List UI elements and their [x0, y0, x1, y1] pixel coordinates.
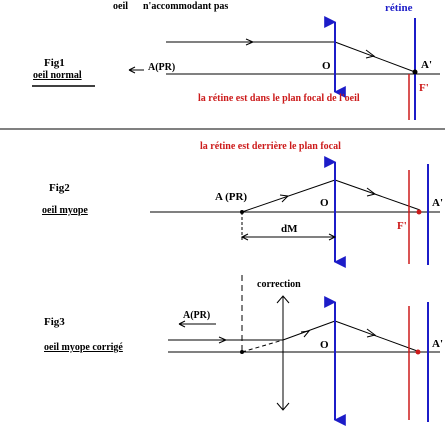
fig1-point-o: O [322, 60, 331, 72]
fig1-infinity-arrowhead [128, 66, 136, 74]
fig2-point-o: O [320, 197, 329, 209]
fig1-header-text: n'accommodant pas [143, 1, 228, 12]
fig1-point-f-prime: F' [419, 82, 429, 94]
fig3-fig-label: Fig3 [44, 316, 65, 328]
fig1-ray-arrow [245, 38, 255, 46]
fig3-virtual-ray [241, 339, 284, 353]
fig3-incident-arrow [218, 336, 228, 344]
fig1-fig-label: Fig1 [44, 57, 65, 69]
fig2-refracted-arrow [366, 187, 377, 197]
fig2-fig-label: Fig2 [49, 182, 70, 194]
fig3-corrective-lens-ends [276, 295, 290, 411]
fig1-refracted-ray [334, 41, 416, 73]
fig3: correction Fig3 oeil myope corrigé A(PR)… [44, 275, 443, 426]
fig3-point-o: O [320, 339, 329, 351]
fig1-point-a-prime: A' [421, 59, 432, 71]
fig3-eye-label: oeil myope corrigé [44, 342, 123, 353]
fig2-dm-arrows [240, 233, 337, 241]
fig1-retine-label: rétine [385, 2, 413, 14]
fig1-refracted-arrow [365, 49, 376, 59]
fig2-focus-point [416, 209, 422, 215]
fig3-correction-label: correction [257, 279, 301, 290]
fig2-point-apr: A (PR) [215, 191, 247, 203]
fig1-caption: la rétine est dans le plan focal de l'oe… [198, 93, 360, 104]
fig1-image-point [412, 69, 418, 75]
fig3-point-apr: A(PR) [183, 310, 210, 321]
fig2-point-a-prime: A' [432, 197, 443, 209]
fig2-refracted-ray [334, 179, 421, 211]
fig2-eye-label: oeil myope [42, 205, 88, 216]
fig3-apr-arrowhead [178, 320, 186, 328]
fig3-image-point [415, 349, 421, 355]
fig3-point-a-prime: A' [432, 338, 443, 350]
fig2-point-f-prime: F' [397, 220, 407, 232]
fig1-point-apr: A(PR) [148, 62, 175, 73]
fig3-diverged-arrow [300, 330, 311, 338]
fig2-incident-arrow [279, 194, 290, 203]
fig3-refracted-arrow [366, 328, 377, 338]
fig2-distance-label: dM [281, 223, 298, 235]
fig2-caption: la rétine est derrière le plan focal [200, 141, 341, 152]
fig1-header-oeil: oeil [113, 1, 128, 12]
fig1-eye-label: oeil normal [33, 70, 82, 81]
fig3-refracted-ray [334, 320, 421, 353]
fig2: la rétine est derrière le plan focal Fig… [42, 141, 443, 268]
fig3-object-point [240, 350, 244, 354]
fig1: oeil n'accommodant pas rétine Fig1 oeil … [32, 1, 440, 120]
